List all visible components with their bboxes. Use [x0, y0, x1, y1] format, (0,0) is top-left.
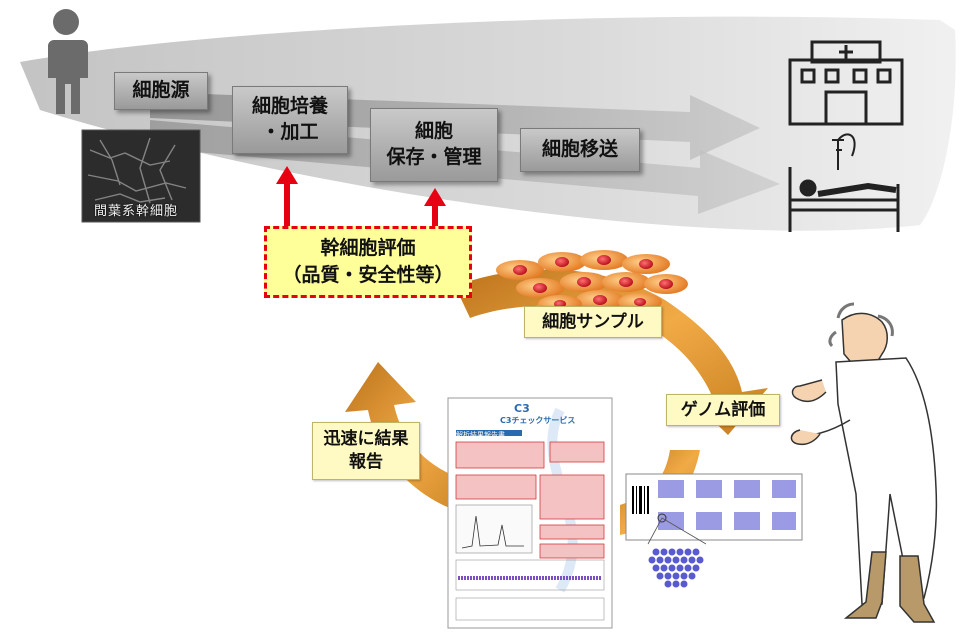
report-title: 解析結果報告書	[456, 431, 505, 439]
report-document	[447, 397, 613, 629]
evaluation-arrows	[276, 166, 446, 230]
flow-step-storage-management: 細胞 保存・管理	[370, 108, 498, 182]
cell-sample-label: 細胞サンプル	[524, 306, 662, 338]
microarray-chip	[625, 473, 803, 588]
flow-step-transport: 細胞移送	[520, 128, 640, 172]
hospital-icon	[788, 40, 904, 126]
genome-evaluation-label: ゲノム評価	[666, 394, 780, 426]
person-icon	[48, 9, 88, 114]
flow-step-cell-source: 細胞源	[114, 72, 208, 110]
flow-step-culture-processing: 細胞培養 ・加工	[232, 86, 348, 154]
scientist-illustration	[790, 302, 938, 623]
patient-bed-icon	[788, 133, 900, 232]
quick-report-label: 迅速に結果 報告	[312, 422, 420, 480]
report-logo: C3	[514, 402, 530, 415]
micrograph-label: 間葉系幹細胞	[94, 204, 179, 219]
stem-cell-evaluation-box: 幹細胞評価 （品質・安全性等）	[264, 226, 472, 298]
report-company: C3チェックサービス	[500, 416, 576, 425]
micrograph-image	[81, 129, 201, 223]
